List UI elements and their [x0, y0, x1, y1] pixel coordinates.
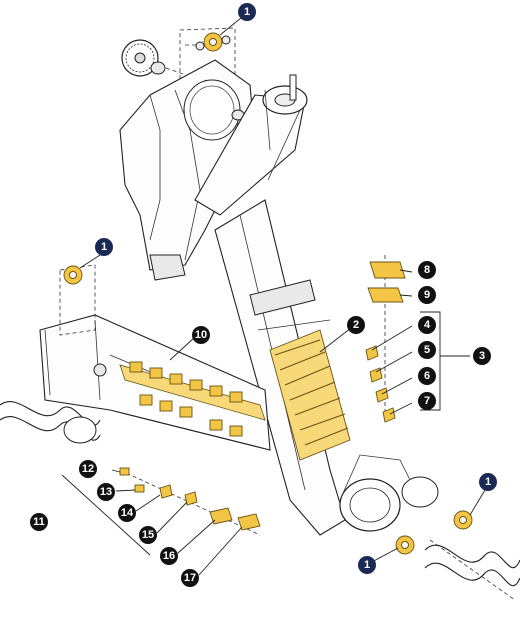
callout-1-bottom: 1 [358, 556, 376, 574]
svg-text:17: 17 [184, 572, 196, 584]
callout-13: 13 [97, 483, 115, 501]
svg-text:11: 11 [33, 516, 45, 528]
svg-text:2: 2 [353, 319, 359, 331]
callout-14: 14 [118, 504, 136, 522]
svg-text:16: 16 [163, 550, 175, 562]
svg-text:10: 10 [195, 329, 207, 341]
svg-text:7: 7 [424, 395, 430, 407]
callout-1-right: 1 [479, 473, 497, 491]
callout-9: 9 [418, 286, 436, 304]
svg-text:5: 5 [424, 344, 430, 356]
right-sprocket-upper [453, 510, 473, 530]
callout-7: 7 [418, 392, 436, 410]
callout-8: 8 [418, 261, 436, 279]
svg-text:9: 9 [424, 289, 430, 301]
callout-markers: 1 1 1 1 2 3 4 5 [30, 3, 497, 587]
callout-11: 11 [30, 513, 48, 531]
svg-text:1: 1 [101, 241, 107, 253]
svg-text:3: 3 [479, 350, 485, 362]
elevator-flights [269, 329, 351, 461]
top-small-sprocket [179, 27, 236, 99]
svg-text:1: 1 [244, 6, 250, 18]
trough-paddles [119, 361, 266, 437]
callout-2: 2 [347, 316, 365, 334]
callout-1-left: 1 [95, 238, 113, 256]
callout-4: 4 [418, 316, 436, 334]
leader-lines [61, 17, 489, 576]
cylinder-tube [194, 74, 308, 216]
svg-text:13: 13 [100, 486, 112, 498]
right-sprocket-lower [395, 535, 415, 555]
callout-10: 10 [192, 326, 210, 344]
callout-12: 12 [79, 460, 97, 478]
callout-16: 16 [160, 547, 178, 565]
svg-text:14: 14 [121, 507, 134, 519]
svg-text:6: 6 [424, 370, 430, 382]
upper-housing [119, 59, 256, 281]
callout-1-top: 1 [238, 3, 256, 21]
exploded-parts-right [365, 255, 406, 423]
svg-text:1: 1 [485, 476, 491, 488]
lower-boot [339, 454, 439, 532]
svg-text:1: 1 [364, 559, 370, 571]
callout-15: 15 [139, 526, 157, 544]
callout-17: 17 [181, 569, 199, 587]
svg-text:15: 15 [142, 529, 154, 541]
svg-text:8: 8 [424, 264, 430, 276]
callout-5: 5 [418, 341, 436, 359]
callout-6: 6 [418, 367, 436, 385]
left-sprocket [59, 264, 96, 336]
svg-text:4: 4 [424, 319, 431, 331]
callout-3: 3 [473, 347, 491, 365]
left-auger [0, 401, 101, 444]
right-auger [424, 539, 520, 601]
exploded-parts-lower [119, 467, 261, 536]
svg-text:12: 12 [82, 463, 94, 475]
